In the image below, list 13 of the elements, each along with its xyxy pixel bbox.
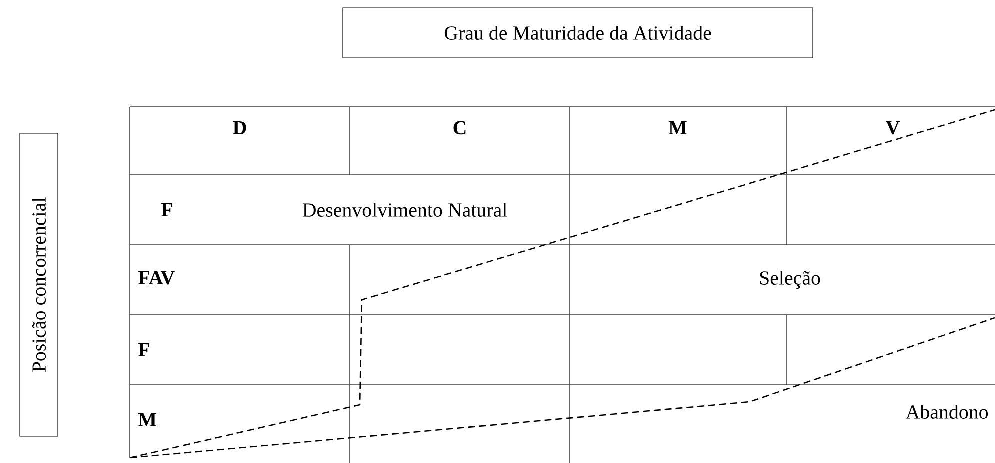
region-label: Seleção [760,270,820,290]
column-heading: C [454,121,466,135]
column-heading: M [668,121,687,135]
region-label: Desenvolvimento Natural [302,202,508,217]
region-label: Abandono [906,404,988,419]
row-heading: FAV [138,271,175,285]
row-heading: M [138,413,156,427]
column-heading: D [233,121,246,135]
label-box: Grau de Maturidade da Atividade [342,8,814,58]
row-heading: F [138,343,150,357]
column-heading: V [886,121,900,135]
label-box: Posicão concorrencial [20,133,58,437]
row-heading: F [162,203,172,217]
